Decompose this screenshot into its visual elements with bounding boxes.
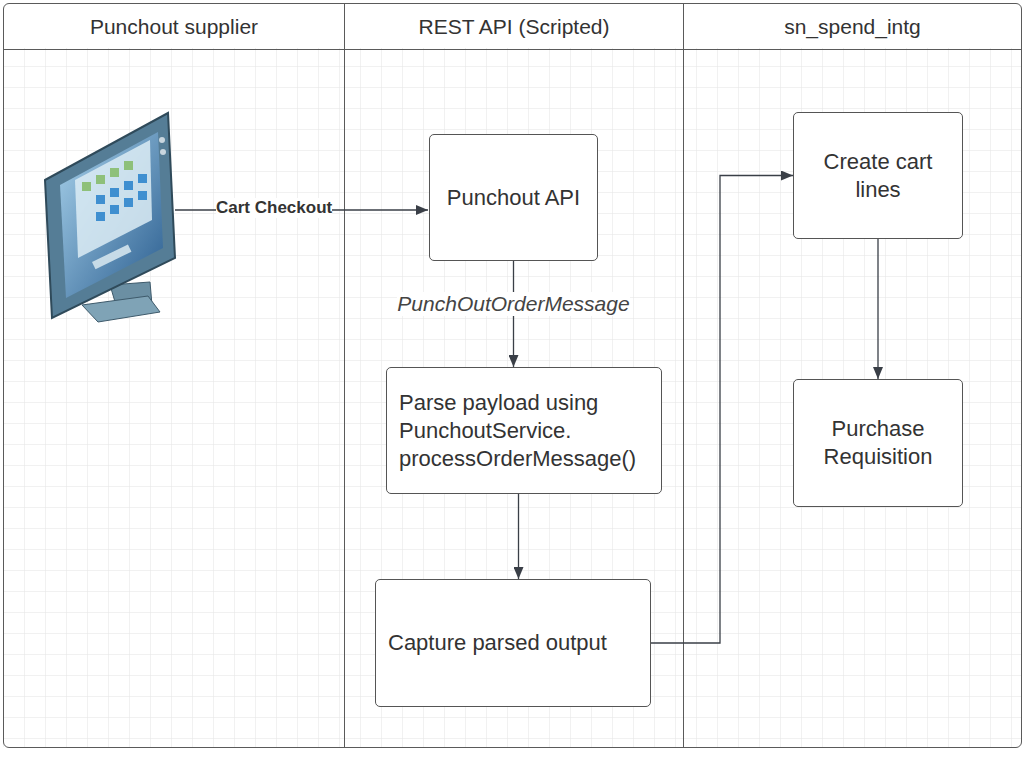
box-text: Capture parsed output xyxy=(388,629,607,657)
swimlane: Punchout supplier xyxy=(4,4,344,747)
process-box: Parse payload using PunchoutService. pro… xyxy=(386,367,662,494)
box-text: Create cart lines xyxy=(804,148,952,204)
flow-arrow xyxy=(877,239,878,379)
monitor-screen xyxy=(60,132,163,298)
screen-window xyxy=(75,140,152,258)
lane-title: sn_spend_intg xyxy=(784,15,921,39)
process-box: Punchout API xyxy=(429,134,598,261)
flow-arrow xyxy=(518,494,519,579)
monitor-bezel xyxy=(45,113,175,318)
screen-tiles-blue xyxy=(96,174,147,221)
process-box: Capture parsed output xyxy=(375,579,651,707)
lane-header: Punchout supplier xyxy=(4,4,344,50)
process-box: Purchase Requisition xyxy=(793,379,963,507)
edge-label: Cart Checkout xyxy=(216,198,332,218)
lane-title: REST API (Scripted) xyxy=(418,15,609,39)
box-text: Punchout API xyxy=(447,184,580,212)
flow-arrow xyxy=(651,176,793,644)
box-text: Parse payload using PunchoutService. pro… xyxy=(399,389,651,473)
grid-fill xyxy=(3,48,1021,747)
lane-header: REST API (Scripted) xyxy=(345,4,683,50)
screen-bar xyxy=(92,244,131,269)
swimlane: sn_spend_intgCreate cart linesPurchase R… xyxy=(683,4,1021,747)
monitor-button xyxy=(160,149,166,155)
monitor-base xyxy=(82,296,160,322)
box-text: Purchase Requisition xyxy=(804,415,952,471)
process-box: Create cart lines xyxy=(793,112,963,239)
lane-title: Punchout supplier xyxy=(90,15,258,39)
swimlane-frame: Punchout supplier REST API (Scripted) Punc… xyxy=(3,3,1022,748)
edge-label: PunchOutOrderMessage xyxy=(397,292,629,316)
swimlane: REST API (Scripted) Punchout API Parse pay… xyxy=(344,4,683,747)
monitor-button xyxy=(159,137,165,143)
lane-header: sn_spend_intg xyxy=(684,4,1021,50)
monitor-illustration xyxy=(45,113,175,322)
screen-tiles xyxy=(82,161,133,191)
